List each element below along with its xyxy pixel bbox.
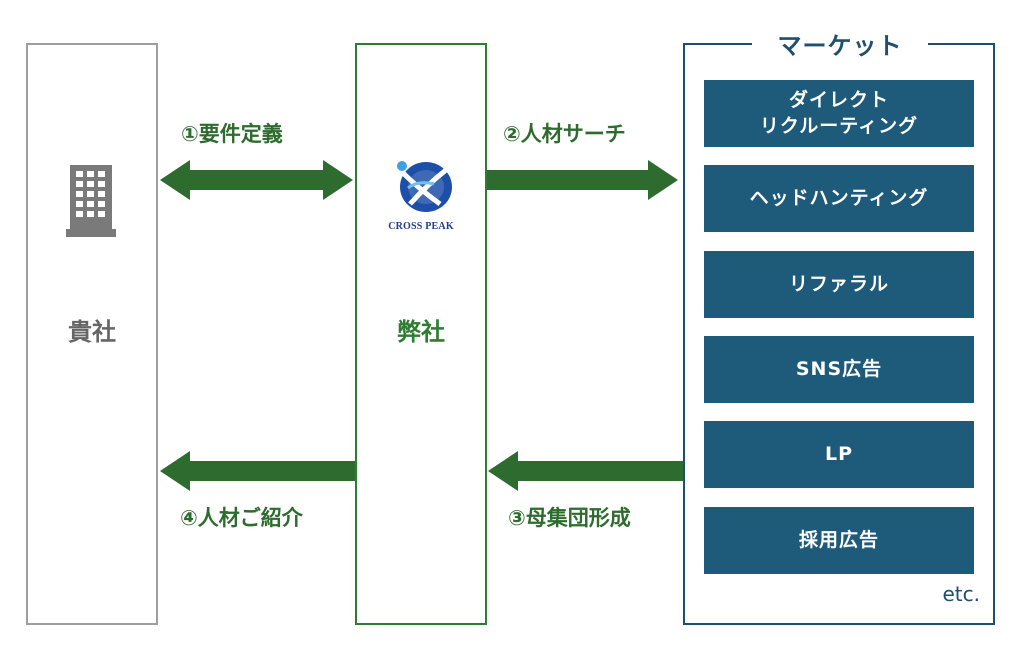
step4-label: ④人材ご紹介 (180, 506, 303, 530)
market-title: マーケット (752, 26, 928, 61)
market-item-label: ダイレクト (788, 88, 889, 111)
market-item-headhunting: ヘッドハンティング (704, 165, 974, 232)
step2-label: ②人材サーチ (503, 122, 626, 146)
logo-text: CROSS PEAK (388, 221, 454, 232)
market-item-lp: LP (704, 421, 974, 488)
crosspeak-logo (397, 161, 452, 212)
market-item-label: リファラル (788, 272, 889, 295)
building-icon (66, 165, 116, 237)
market-item-label: 採用広告 (798, 528, 879, 551)
market-item-label: LP (824, 442, 854, 465)
arrow-introduction (160, 451, 355, 491)
company-label: 弊社 (397, 318, 445, 346)
market-item-label: リクルーティング (759, 114, 919, 137)
arrow-requirements (160, 160, 353, 200)
company-box (355, 43, 487, 625)
client-label: 貴社 (68, 318, 116, 346)
market-item-referral: リファラル (704, 251, 974, 318)
client-box (26, 43, 158, 625)
etc-label: etc. (942, 582, 981, 606)
market-item-direct-recruiting: ダイレクト リクルーティング (704, 80, 974, 147)
market-item-job-ads: 採用広告 (704, 507, 974, 574)
market-item-label: ヘッドハンティング (749, 186, 929, 209)
market-item-sns-ads: SNS広告 (704, 336, 974, 403)
step3-label: ③母集団形成 (508, 506, 631, 530)
step1-label: ①要件定義 (181, 122, 283, 146)
arrow-talent-search (487, 160, 678, 200)
market-item-label: SNS広告 (795, 357, 883, 380)
arrow-pool-formation (488, 451, 683, 491)
